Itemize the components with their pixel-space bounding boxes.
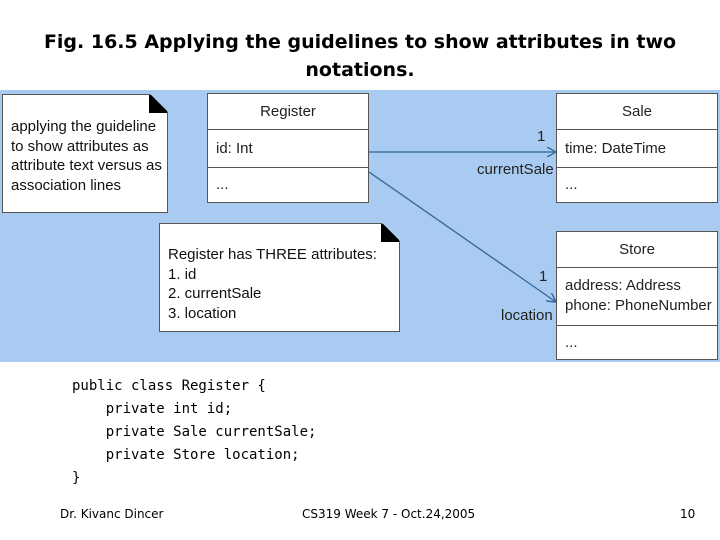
multiplicity-store: 1 bbox=[539, 268, 548, 285]
class-name: Register bbox=[208, 94, 368, 130]
note-line: attribute text versus as bbox=[11, 157, 162, 174]
attribute: id: Int bbox=[216, 140, 253, 157]
note-line: 2. currentSale bbox=[168, 285, 262, 302]
guideline-note: applying the guideline to show attribute… bbox=[2, 94, 168, 213]
slide-title-line-1: Fig. 16.5 Applying the guidelines to sho… bbox=[43, 31, 677, 53]
attribute: time: DateTime bbox=[565, 140, 667, 157]
slide-title-line-2: notations. bbox=[305, 59, 415, 81]
multiplicity-sale: 1 bbox=[537, 128, 546, 145]
footer-author: Dr. Kivanc Dincer bbox=[60, 507, 164, 521]
code-line: } bbox=[72, 470, 81, 486]
note-line: Register has THREE attributes: bbox=[168, 246, 377, 263]
class-attributes: id: Int bbox=[208, 130, 368, 168]
class-attributes: address: Address phone: PhoneNumber bbox=[557, 268, 717, 326]
code-line: public class Register { bbox=[72, 378, 266, 394]
class-attributes: time: DateTime bbox=[557, 130, 717, 168]
register-class: Register id: Int ... bbox=[207, 93, 369, 203]
footer-course: CS319 Week 7 - Oct.24,2005 bbox=[302, 507, 476, 521]
code-block: public class Register { private int id; … bbox=[72, 375, 316, 490]
class-operations: ... bbox=[216, 176, 229, 193]
attribute: address: Address bbox=[565, 277, 681, 294]
class-operations: ... bbox=[565, 176, 578, 193]
note-line: to show attributes as bbox=[11, 137, 149, 155]
class-operations: ... bbox=[565, 334, 578, 351]
role-current-sale: currentSale bbox=[477, 161, 554, 178]
store-class: Store address: Address phone: PhoneNumbe… bbox=[556, 231, 718, 360]
note-line: 1. id bbox=[168, 265, 197, 283]
note-line: 3. location bbox=[168, 304, 237, 322]
footer-page-number: 10 bbox=[680, 507, 696, 521]
class-name: Sale bbox=[557, 94, 717, 130]
code-line: private Store location; bbox=[72, 447, 300, 463]
attributes-note: Register has THREE attributes: 1. id 2. … bbox=[159, 223, 400, 332]
attribute: phone: PhoneNumber bbox=[565, 297, 712, 314]
slide-title: Fig. 16.5 Applying the guidelines to sho… bbox=[40, 28, 680, 84]
association-lines bbox=[368, 90, 720, 362]
class-name: Store bbox=[557, 232, 717, 268]
role-location: location bbox=[501, 307, 553, 324]
note-line: applying the guideline bbox=[11, 118, 157, 135]
association-register-store bbox=[368, 171, 556, 302]
note-line: association lines bbox=[11, 176, 122, 194]
sale-class: Sale time: DateTime ... bbox=[556, 93, 718, 203]
code-line: private Sale currentSale; bbox=[72, 424, 317, 440]
uml-diagram: applying the guideline to show attribute… bbox=[0, 90, 720, 362]
code-line: private int id; bbox=[72, 401, 233, 417]
